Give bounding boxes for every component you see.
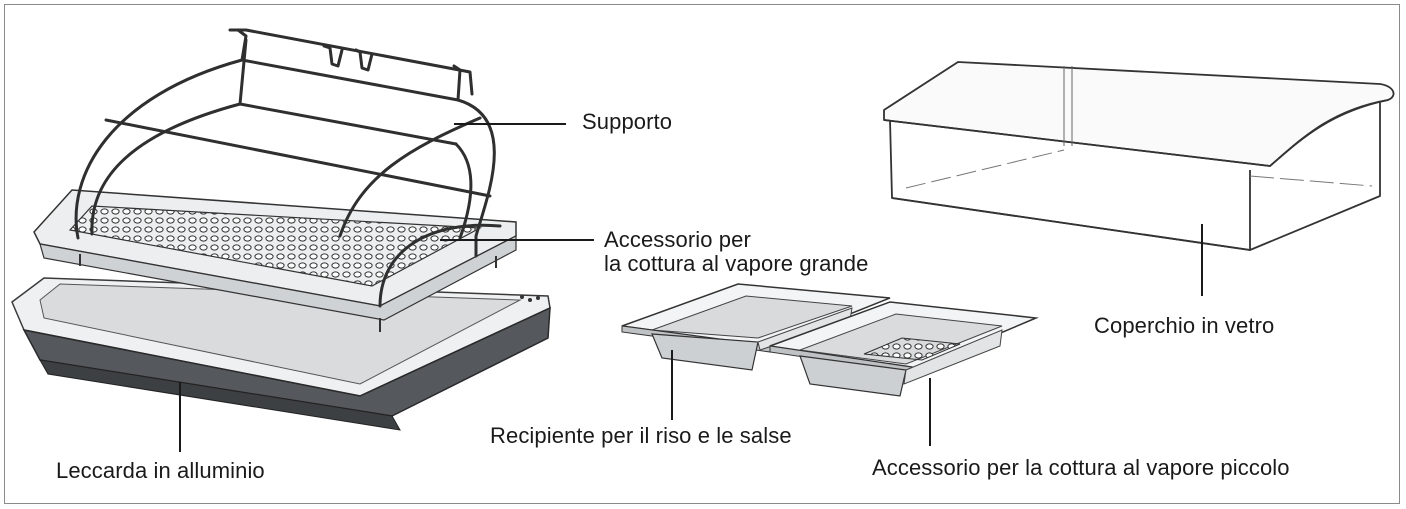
aluminium-drip-tray: [11, 277, 551, 431]
glass-lid: [883, 61, 1395, 251]
label-accessorio-piccolo: Accessorio per la cottura al vapore picc…: [872, 455, 1290, 480]
leader-lines: [179, 123, 1203, 452]
label-supporto: Supporto: [582, 109, 673, 134]
large-steam-tray: [33, 189, 517, 332]
label-coperchio: Coperchio in vetro: [1094, 313, 1275, 338]
label-accessorio-grande-line1: Accessorio per: [604, 227, 751, 252]
small-steam-tray: [769, 301, 1039, 397]
label-leccarda: Leccarda in alluminio: [56, 458, 265, 483]
label-accessorio-grande: Accessorio per la cottura al vapore gran…: [604, 228, 868, 276]
rice-sauce-container: [621, 283, 891, 371]
wire-rack-support: [74, 28, 502, 308]
label-accessorio-grande-line2: la cottura al vapore grande: [604, 251, 869, 276]
label-recipiente: Recipiente per il riso e le salse: [490, 423, 792, 448]
